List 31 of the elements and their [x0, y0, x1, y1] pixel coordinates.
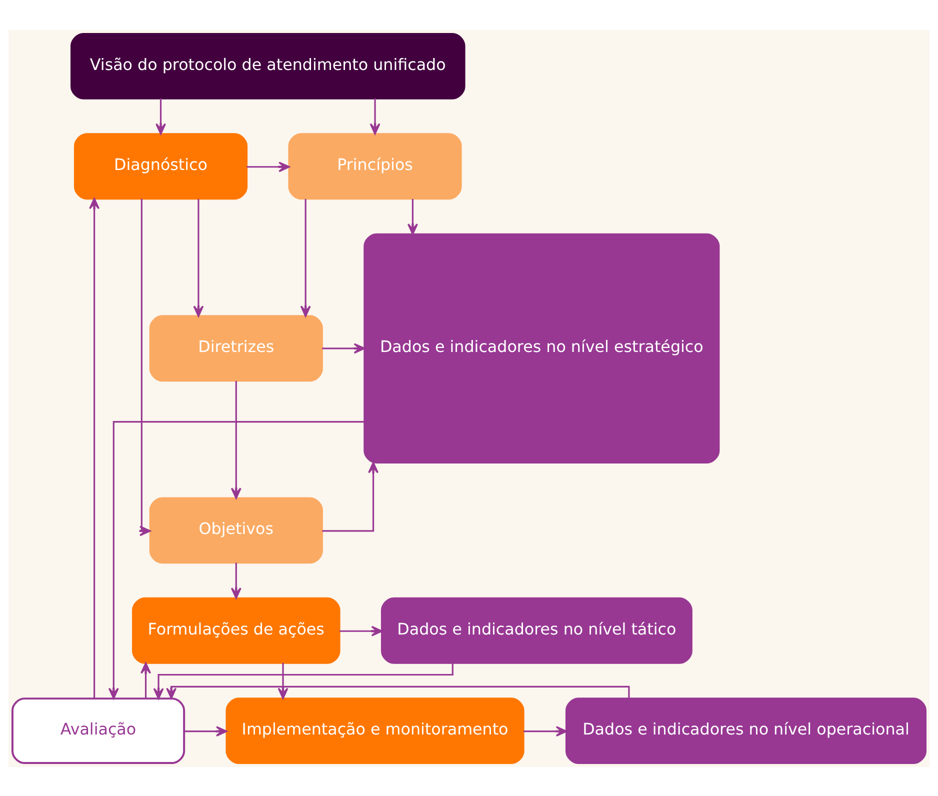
arrow: [322, 461, 379, 532]
arrow: [407, 198, 418, 234]
arrow: [370, 98, 380, 134]
arrow: [340, 625, 383, 636]
arrow: [166, 685, 630, 699]
arrow: [300, 198, 311, 316]
node-box: Dados e indicadores no nível tático: [380, 596, 692, 664]
arrow: [139, 198, 151, 536]
node-box: Implementação e monitoramento: [226, 697, 524, 764]
arrow: [246, 161, 290, 172]
node-box: Formulações de ações: [132, 596, 340, 664]
node-box: Avaliação: [11, 697, 186, 764]
arrow: [140, 662, 152, 698]
arrow: [322, 342, 366, 354]
arrow: [108, 420, 364, 699]
arrow: [524, 726, 568, 736]
node-box: Diretrizes: [149, 314, 323, 382]
arrow: [89, 197, 100, 698]
arrow: [230, 562, 242, 598]
arrow: [278, 662, 288, 699]
node-box: Dados e indicadores no nível operacional: [565, 697, 927, 764]
node-box: Visão do protocolo de atendimento unificado: [70, 32, 466, 99]
node-box: Objetivos: [149, 496, 323, 564]
arrow: [193, 198, 204, 316]
arrow: [153, 662, 454, 699]
node-box: Diagnóstico: [74, 132, 248, 200]
node-box: Dados e indicadores no nível estratégico: [364, 232, 720, 463]
arrow: [184, 726, 228, 736]
arrow: [230, 380, 242, 498]
node-box: Princípios: [288, 132, 462, 200]
arrow: [156, 98, 166, 134]
